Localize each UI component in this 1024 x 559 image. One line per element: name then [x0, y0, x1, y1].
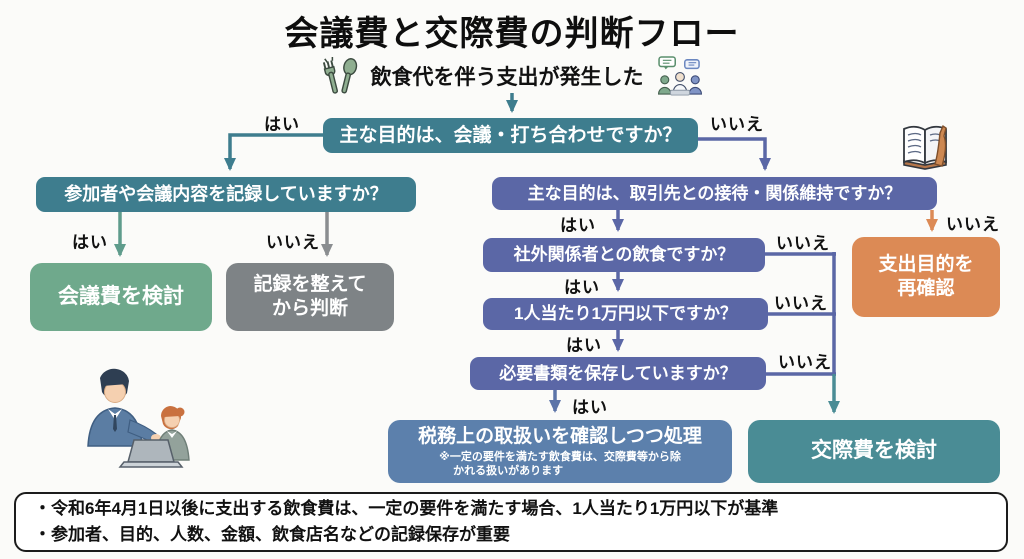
branch-label-no-entertain: いいえ [946, 215, 1000, 234]
branch-label-no-external: いいえ [776, 234, 830, 253]
consulting-people-illustration [87, 368, 190, 468]
question-main-purpose-meeting: 主な目的は、会議・打ち合わせですか？ [323, 118, 698, 153]
result-fix-records: 記録を整えて から判断 [226, 263, 394, 331]
result-tax-treatment: 税務上の取扱いを確認しつつ処理 ※一定の要件を満たす飲食費は、交際費等から除 か… [388, 420, 732, 483]
branch-label-yes-main: はい [264, 115, 300, 134]
result-entertainment-expense: 交際費を検討 [748, 420, 1000, 483]
branch-label-yes-entertain: はい [560, 216, 596, 235]
page-title: 会議費と交際費の判断フロー [284, 15, 740, 53]
footnote-box: ・令和6年4月1日以後に支出する飲食費は、一定の要件を満たす場合、1人当たり1万… [14, 492, 1008, 552]
branch-label-yes-external: はい [564, 278, 600, 297]
question-main-purpose-entertain: 主な目的は、取引先との接待・関係維持ですか？ [492, 177, 937, 210]
meeting-people-icon [657, 56, 702, 96]
question-documents-kept: 必要書類を保存していますか？ [470, 357, 766, 390]
question-amount-per-person: 1人当たり1万円以下ですか？ [483, 298, 768, 330]
open-book-icon [903, 124, 947, 170]
question-record-kept: 参加者や会議内容を記録していますか？ [36, 177, 416, 212]
branch-label-no-main: いいえ [710, 115, 764, 134]
footnote-line-1: ・令和6年4月1日以後に支出する飲食費は、一定の要件を満たす場合、1人当たり1万… [34, 499, 779, 518]
tax-treatment-note: ※一定の要件を満たす飲食費は、交際費等から除 かれる扱いがあります [439, 451, 681, 478]
branch-label-no-amount: いいえ [774, 294, 828, 313]
start-label: 飲食代を伴う支出が発生した [370, 66, 644, 89]
result-meeting-expense: 会議費を検討 [30, 263, 212, 331]
footnote-line-2: ・参加者、目的、人数、金額、飲食店名などの記録保存が重要 [34, 525, 510, 544]
branch-label-yes-amount: はい [566, 336, 602, 355]
start-node: 飲食代を伴う支出が発生した [0, 56, 1024, 96]
branch-label-yes-record: はい [72, 233, 108, 252]
branch-label-no-docs: いいえ [778, 353, 832, 372]
branch-label-yes-docs: はい [572, 398, 608, 417]
question-external-party: 社外関係者との飲食ですか？ [483, 238, 765, 272]
result-recheck-purpose: 支出目的を 再確認 [852, 237, 1000, 317]
branch-label-no-record: いいえ [266, 233, 320, 252]
cutlery-icon [322, 56, 357, 94]
